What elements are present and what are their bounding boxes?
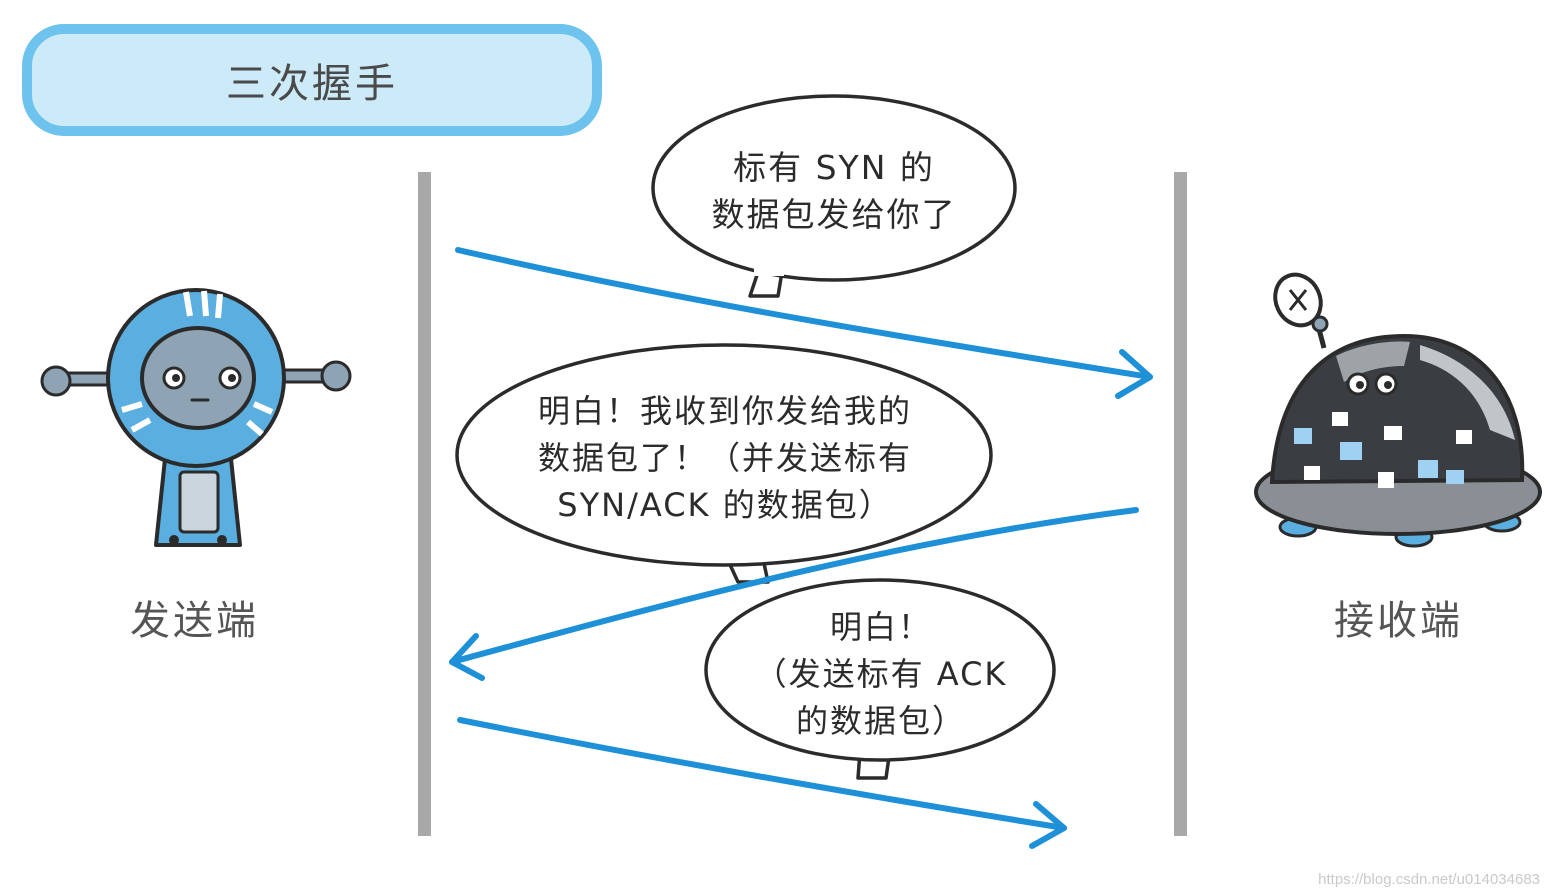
sender-timeline bbox=[418, 172, 431, 836]
message-syn-text: 标有 SYN 的 数据包发给你了 bbox=[664, 144, 1004, 238]
receiver-robot bbox=[1256, 267, 1540, 546]
watermark: https://blog.csdn.net/u014034683 bbox=[1318, 871, 1540, 888]
receiver-label: 接收端 bbox=[1334, 588, 1463, 646]
message-ack-text: 明白！ （发送标有 ACK 的数据包） bbox=[716, 604, 1046, 745]
message-syn-ack-text: 明白！我收到你发给我的 数据包了！（并发送标有 SYN/ACK 的数据包） bbox=[470, 388, 980, 529]
sender-robot bbox=[42, 290, 350, 545]
sender-label: 发送端 bbox=[130, 588, 259, 646]
receiver-timeline bbox=[1174, 172, 1187, 836]
